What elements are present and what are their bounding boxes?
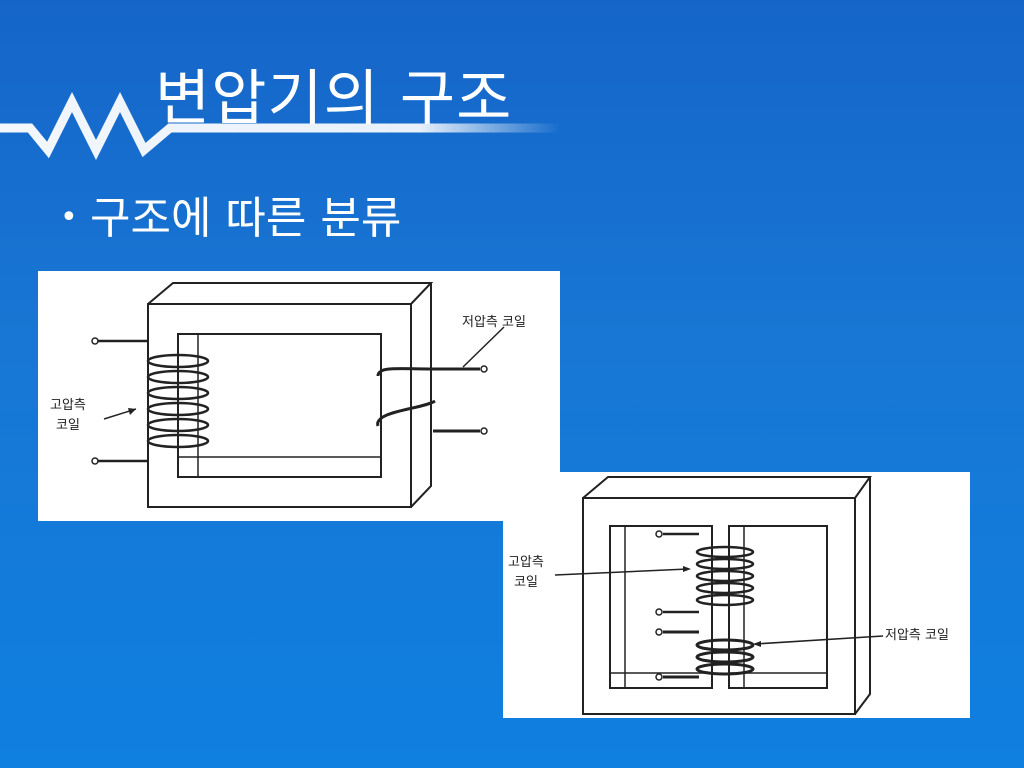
shell-type-transformer-diagram: 고압측 코일 저압측 코일 [508,476,949,715]
bullet-item: • 구조에 따른 분류 [60,182,401,246]
shell-high-voltage-coil [663,532,755,614]
high-voltage-coil [98,339,210,463]
core-type-transformer-diagram: 고압측 코일 저압측 코일 [50,282,526,508]
fig2-low-label: 저압측 코일 [885,628,949,643]
bullet-text: 구조에 따른 분류 [90,193,402,244]
fig2-high-label-line2: 코일 [514,575,538,590]
figure-shell-type: 고압측 코일 저압측 코일 [503,472,970,718]
fig2-high-label-line1: 고압측 [508,555,544,570]
low-voltage-coil [376,367,480,433]
zigzag-decoration [0,91,560,161]
slide-title: 변압기의 구조 [155,64,513,134]
shell-low-voltage-coil [663,630,755,679]
fig1-high-label-line1: 고압측 [50,398,86,413]
figure-core-type: 고압측 코일 저압측 코일 [38,271,560,521]
bullet-dot-icon: • [60,199,78,235]
fig1-low-label: 저압측 코일 [462,315,526,330]
fig1-high-label-line2: 코일 [56,418,80,433]
